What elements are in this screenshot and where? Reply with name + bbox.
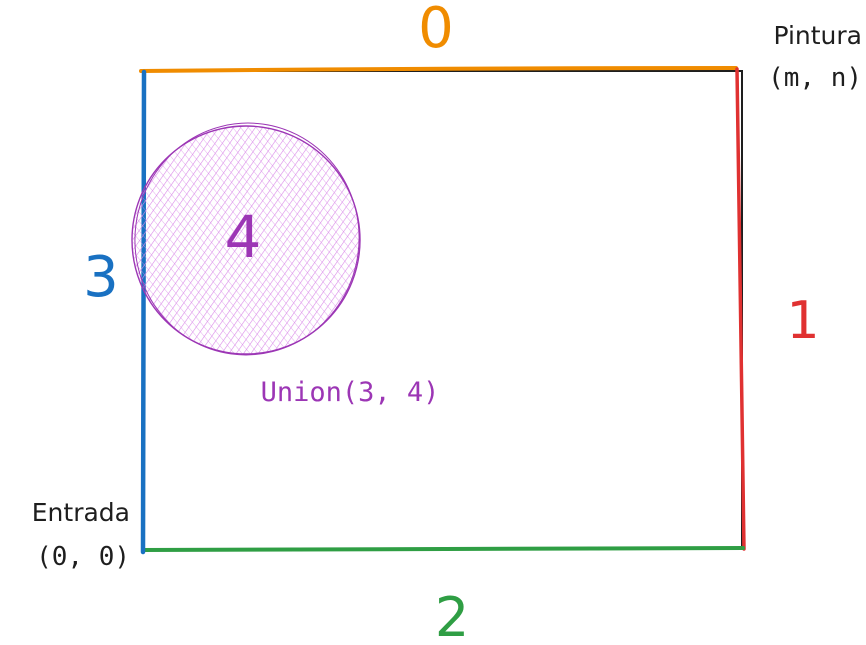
- bottom-edge-label: 2: [435, 586, 469, 645]
- bottom-edge: [141, 546, 745, 552]
- left-edge: [140, 69, 147, 555]
- entrance-name: Entrada: [32, 498, 130, 527]
- entrance-coords: (0, 0): [36, 542, 130, 572]
- top-edge: [139, 66, 738, 73]
- right-edge: [735, 67, 746, 551]
- left-edge-label: 3: [83, 245, 119, 310]
- painting-name: Pintura: [773, 21, 862, 50]
- painting-coords: (m, n): [768, 63, 862, 93]
- circle-obstacle: [131, 122, 361, 356]
- circle-label: 4: [225, 203, 262, 271]
- top-edge-label: 0: [418, 0, 454, 61]
- union-label: Union(3, 4): [261, 377, 440, 408]
- right-edge-label: 1: [786, 291, 819, 351]
